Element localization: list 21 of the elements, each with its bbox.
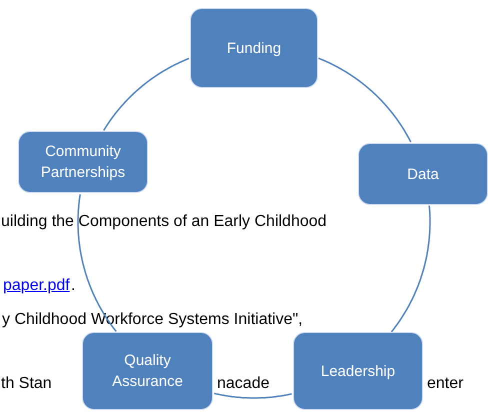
box-label: Leadership xyxy=(320,362,396,382)
background-text: . xyxy=(71,276,76,296)
connector-arc xyxy=(103,58,190,131)
rounded-box xyxy=(190,8,318,88)
box-label: Data xyxy=(407,164,439,184)
connector-arc xyxy=(390,206,431,332)
rounded-box xyxy=(358,143,488,205)
box-label: Funding xyxy=(226,38,282,58)
link: paper.pdf xyxy=(3,276,70,296)
background-text: th Stan xyxy=(1,374,52,394)
connector-arc xyxy=(214,392,292,399)
box-label: Quality Assurance xyxy=(111,351,184,392)
background-text: enter xyxy=(427,374,464,394)
rounded-box xyxy=(82,332,213,410)
rounded-box xyxy=(18,131,148,193)
rounded-box xyxy=(293,332,423,410)
background-text: uilding the Components of an Early Childhood xyxy=(1,212,327,232)
background-text: nacade xyxy=(217,374,270,394)
connector-arc xyxy=(318,58,412,142)
connector-arc xyxy=(77,194,117,332)
box-label: Community Partnerships xyxy=(40,142,126,183)
